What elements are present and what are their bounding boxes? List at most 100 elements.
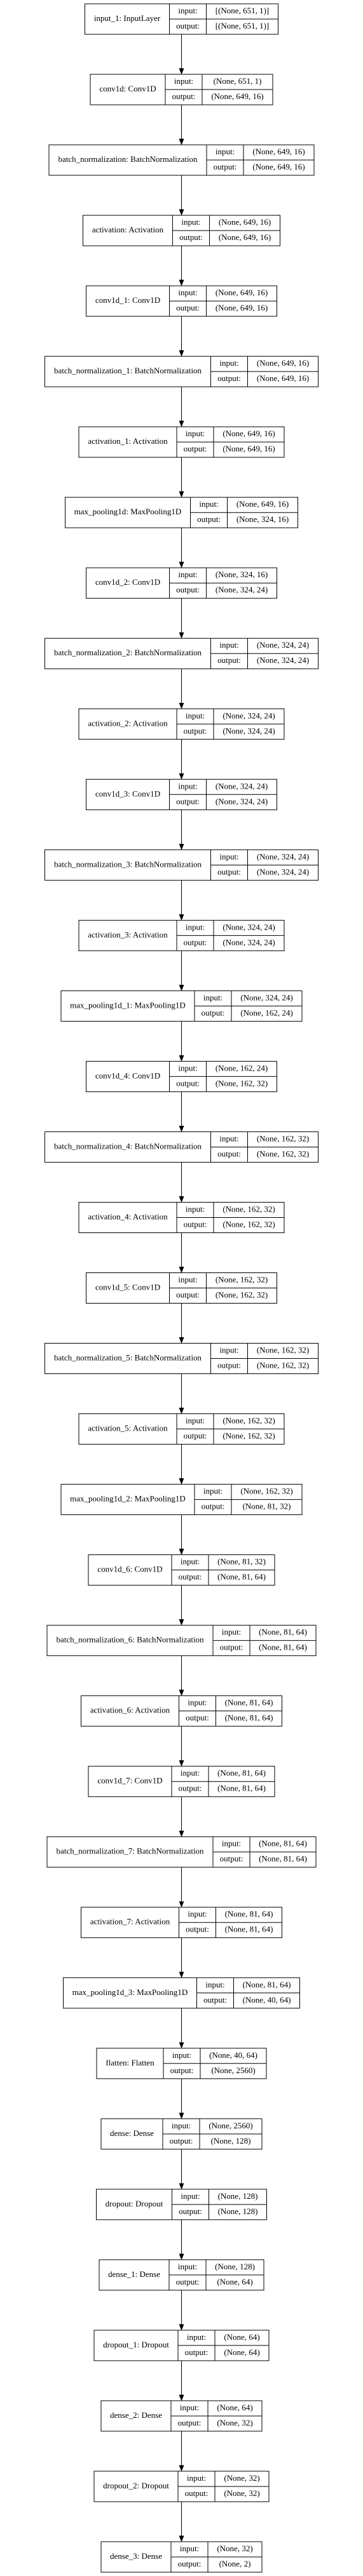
input-shape: (None, 81, 64) <box>259 1627 307 1637</box>
output-shape: (None, 162, 32) <box>257 1361 309 1370</box>
output-label: output: <box>203 1995 227 2005</box>
nodes: input_1: InputLayerinput:output:[(None, … <box>45 3 318 2573</box>
input-label: input: <box>219 640 238 650</box>
output-shape: (None, 81, 64) <box>259 1854 307 1864</box>
layer-name: dropout: Dropout <box>106 2199 163 2208</box>
output-label: output: <box>217 373 241 383</box>
layer-node-activation-2: activation_2: Activation input: output: (No… <box>78 708 285 740</box>
input-shape: (None, 128) <box>215 2262 255 2271</box>
output-label: output: <box>176 1078 200 1088</box>
output-label: output: <box>220 1643 243 1652</box>
output-label: output: <box>197 514 221 524</box>
input-shape: (None, 64) <box>217 2403 252 2412</box>
input-label: input: <box>205 1980 224 1989</box>
input-label: input: <box>172 2121 191 2130</box>
layer-node-max-pooling1d-3: max_pooling1d_3: MaxPooling1Dinput:outpu… <box>63 1977 300 2009</box>
output-label: output: <box>184 726 207 735</box>
layer-node-activation-6: activation_6: Activationinput:output:(No… <box>81 1695 282 1727</box>
input-label: input: <box>199 499 218 509</box>
output-label: output: <box>176 796 200 806</box>
output-shape: (None, 324, 24) <box>257 867 309 876</box>
output-label: output: <box>176 2277 200 2286</box>
output-label: output: <box>184 1219 207 1229</box>
input-label: input: <box>181 2191 200 2201</box>
input-label: input: <box>178 1274 197 1284</box>
layer-node-batch-normalization-1: batch_normalization_1: BatchNormalizatio… <box>45 356 318 387</box>
layer-name: activation_6: Activation <box>90 1705 170 1715</box>
input-shape: (None, 2560) <box>209 2121 252 2130</box>
input-shape: (None, 651, 1) <box>214 76 262 86</box>
layer-node-conv1d-3: conv1d_3: Conv1D input: output: (None, 324,… <box>86 778 277 810</box>
layer-name: conv1d_7: Conv1D <box>97 1776 162 1785</box>
layer-node-batch-normalization-5: batch_normalization_5: BatchNormalizatio… <box>45 1343 318 1375</box>
layer-name: activation_2: Activation <box>88 718 168 728</box>
layer-name: batch_normalization_4: BatchNormalizatio… <box>54 1141 202 1151</box>
layer-name: conv1d_1: Conv1D <box>95 295 160 305</box>
input-shape: (None, 324, 24) <box>223 711 275 720</box>
output-shape: (None, 649, 16) <box>211 91 263 101</box>
layer-name: activation_7: Activation <box>90 1917 170 1926</box>
layer-name: dense_3: Dense <box>110 2551 162 2561</box>
output-shape: (None, 2) <box>219 2559 251 2568</box>
input-shape: (None, 324, 16) <box>216 570 268 579</box>
output-label: output: <box>202 1502 225 1511</box>
layer-box <box>63 1977 300 2009</box>
layer-name: conv1d_3: Conv1D <box>95 789 160 798</box>
input-shape: (None, 162, 24) <box>216 1063 268 1072</box>
input-shape: (None, 162, 32) <box>257 1133 309 1143</box>
layer-node-batch-normalization-2: batch_normalization_2: BatchNormalizatio… <box>45 637 318 669</box>
output-shape: (None, 649, 16) <box>216 303 268 312</box>
layer-name: activation: Activation <box>92 225 164 234</box>
output-shape: (None, 162, 24) <box>240 1008 292 1017</box>
output-shape: (None, 64) <box>217 2277 252 2286</box>
output-label: output: <box>217 1149 241 1158</box>
output-shape: (None, 649, 16) <box>252 162 305 171</box>
input-shape: (None, 162, 32) <box>216 1274 268 1284</box>
input-label: input: <box>187 2473 206 2483</box>
layer-name: dense_2: Dense <box>110 2410 162 2420</box>
output-label: output: <box>179 232 203 242</box>
output-shape: (None, 324, 24) <box>216 796 268 806</box>
output-label: output: <box>184 1431 207 1441</box>
input-label: input: <box>178 781 197 791</box>
output-label: output: <box>186 1713 209 1723</box>
input-shape: (None, 128) <box>218 2191 258 2201</box>
layer-node-activation-7: activation_7: Activationinput:output:(No… <box>81 1907 282 1939</box>
output-shape: (None, 81, 64) <box>225 1925 273 1934</box>
input-label: input: <box>188 1698 207 1707</box>
layer-name: activation_4: Activation <box>88 1211 168 1221</box>
output-shape: (None, 64) <box>224 2347 259 2357</box>
input-shape: (None, 162, 32) <box>240 1486 292 1496</box>
input-label: input: <box>172 2050 191 2060</box>
layer-name: flatten: Flatten <box>106 2058 154 2067</box>
output-shape: (None, 324, 24) <box>223 937 275 947</box>
output-shape: (None, 128) <box>211 2136 251 2146</box>
output-label: output: <box>176 585 200 594</box>
output-shape: (None, 32) <box>224 2488 259 2498</box>
output-shape: (None, 32) <box>217 2418 252 2427</box>
layer-name: batch_normalization_2: BatchNormalizatio… <box>54 648 202 657</box>
layer-name: input_1: InputLayer <box>94 13 161 23</box>
layer-node-batch-normalization-6: batch_normalization_6: BatchNormalizatio… <box>46 1625 317 1657</box>
input-label: input: <box>174 76 193 86</box>
input-label: input: <box>186 711 205 720</box>
input-shape: (None, 162, 32) <box>223 1416 275 1425</box>
output-shape: (None, 81, 64) <box>217 1572 266 1582</box>
output-label: output: <box>178 2418 202 2427</box>
output-label: output: <box>170 2136 193 2146</box>
output-label: output: <box>185 2488 209 2498</box>
output-shape: (None, 649, 16) <box>257 373 309 383</box>
output-shape: (None, 81, 32) <box>243 1502 291 1511</box>
input-label: input: <box>222 1627 241 1637</box>
layer-name: max_pooling1d: MaxPooling1D <box>74 507 182 516</box>
input-label: input: <box>186 1416 205 1425</box>
output-shape: (None, 162, 32) <box>257 1149 309 1158</box>
layer-name: activation_5: Activation <box>88 1424 168 1433</box>
input-shape: (None, 324, 24) <box>257 640 309 650</box>
layer-name: max_pooling1d_2: MaxPooling1D <box>70 1494 186 1504</box>
layer-node-max-pooling1d-2: max_pooling1d_2: MaxPooling1Dinput:outpu… <box>60 1484 303 1516</box>
